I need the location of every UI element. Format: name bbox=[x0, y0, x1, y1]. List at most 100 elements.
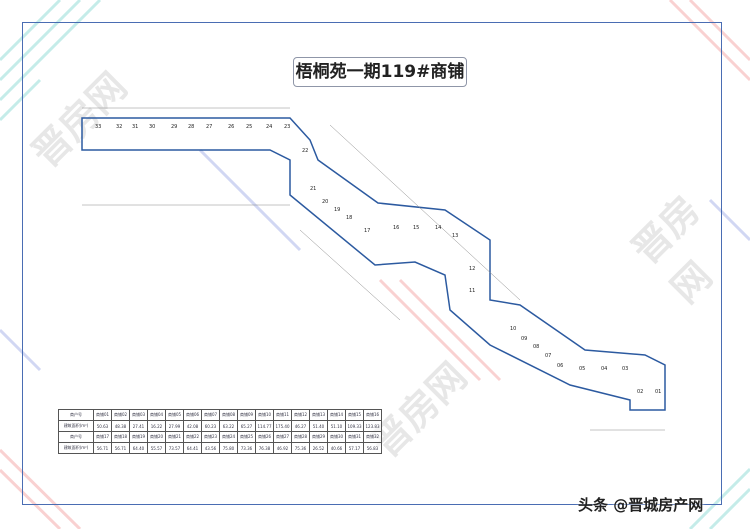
table-cell: 商铺12 bbox=[291, 409, 310, 421]
table-cell: 商铺14 bbox=[327, 409, 346, 421]
page-frame bbox=[22, 22, 722, 505]
table-cell: 商铺10 bbox=[255, 409, 274, 421]
table-cell: 商铺23 bbox=[201, 431, 220, 443]
table-cell: 56.83 bbox=[363, 442, 382, 454]
table-cell: 商铺29 bbox=[309, 431, 328, 443]
shop-label: 08 bbox=[533, 344, 539, 350]
table-cell: 60.23 bbox=[201, 420, 220, 432]
row-label: 建筑面积(m²) bbox=[58, 442, 94, 454]
building-outline bbox=[81, 117, 666, 411]
table-cell: 75.80 bbox=[219, 442, 238, 454]
table-cell: 商铺26 bbox=[255, 431, 274, 443]
shop-label: 03 bbox=[622, 366, 628, 372]
table-cell: 65.27 bbox=[237, 420, 256, 432]
shop-label: 11 bbox=[469, 288, 475, 294]
shop-label: 19 bbox=[334, 207, 340, 213]
table-cell: 51.10 bbox=[327, 420, 346, 432]
table-cell: 64.40 bbox=[129, 442, 148, 454]
shop-label: 29 bbox=[171, 124, 177, 130]
table-cell: 46.27 bbox=[291, 420, 310, 432]
table-cell: 175.40 bbox=[273, 420, 292, 432]
table-cell: 商铺02 bbox=[111, 409, 130, 421]
table-cell: 商铺28 bbox=[291, 431, 310, 443]
table-cell: 75.36 bbox=[291, 442, 310, 454]
shop-label: 14 bbox=[435, 225, 441, 231]
shop-label: 18 bbox=[346, 215, 352, 221]
shop-label: 02 bbox=[637, 389, 643, 395]
table-cell: 商铺30 bbox=[327, 431, 346, 443]
table-cell: 商铺15 bbox=[345, 409, 364, 421]
table-cell: 商铺17 bbox=[93, 431, 112, 443]
table-cell: 商铺21 bbox=[165, 431, 184, 443]
shop-label: 06 bbox=[557, 363, 563, 369]
shop-label: 12 bbox=[469, 266, 475, 272]
shop-label: 28 bbox=[188, 124, 194, 130]
table-cell: 商铺24 bbox=[219, 431, 238, 443]
table-cell: 114.77 bbox=[255, 420, 274, 432]
shop-label: 07 bbox=[545, 353, 551, 359]
shop-label: 30 bbox=[149, 124, 155, 130]
row-label: 商户号 bbox=[58, 431, 94, 443]
shop-label: 17 bbox=[364, 228, 370, 234]
shop-label: 09 bbox=[521, 336, 527, 342]
table-cell: 商铺07 bbox=[201, 409, 220, 421]
shop-label: 22 bbox=[302, 148, 308, 154]
shop-label: 24 bbox=[266, 124, 272, 130]
table-cell: 商铺01 bbox=[93, 409, 112, 421]
table-cell: 商铺32 bbox=[363, 431, 382, 443]
shop-label: 27 bbox=[206, 124, 212, 130]
table-cell: 商铺19 bbox=[129, 431, 148, 443]
table-cell: 46.92 bbox=[273, 442, 292, 454]
table-cell: 商铺11 bbox=[273, 409, 292, 421]
shop-label: 32 bbox=[116, 124, 122, 130]
table-cell: 55.57 bbox=[147, 442, 166, 454]
table-cell: 50.63 bbox=[93, 420, 112, 432]
table-cell: 商铺31 bbox=[345, 431, 364, 443]
shop-label: 01 bbox=[655, 389, 661, 395]
table-cell: 商铺25 bbox=[237, 431, 256, 443]
table-cell: 商铺06 bbox=[183, 409, 202, 421]
shop-label: 33 bbox=[95, 124, 101, 130]
table-cell: 43.56 bbox=[201, 442, 220, 454]
table-cell: 27.99 bbox=[165, 420, 184, 432]
table-cell: 42.08 bbox=[183, 420, 202, 432]
row-label: 商户号 bbox=[58, 409, 94, 421]
table-cell: 76.38 bbox=[255, 442, 274, 454]
table-cell: 商铺03 bbox=[129, 409, 148, 421]
row-label: 建筑面积(m²) bbox=[58, 420, 94, 432]
table-cell: 商铺13 bbox=[309, 409, 328, 421]
table-cell: 56.71 bbox=[111, 442, 130, 454]
table-cell: 48.38 bbox=[111, 420, 130, 432]
shop-label: 20 bbox=[322, 199, 328, 205]
shop-label: 26 bbox=[228, 124, 234, 130]
table-cell: 商铺08 bbox=[219, 409, 238, 421]
shop-label: 15 bbox=[413, 225, 419, 231]
table-cell: 商铺18 bbox=[111, 431, 130, 443]
page-title: 梧桐苑一期119#商铺 bbox=[293, 57, 467, 87]
table-cell: 73.36 bbox=[237, 442, 256, 454]
table-cell: 63.22 bbox=[219, 420, 238, 432]
table-cell: 73.57 bbox=[165, 442, 184, 454]
footer-credit: 头条 @晋城房产网 bbox=[578, 496, 704, 514]
shop-label: 21 bbox=[310, 186, 316, 192]
table-cell: 51.40 bbox=[309, 420, 328, 432]
shop-label: 13 bbox=[452, 233, 458, 239]
shop-label: 23 bbox=[284, 124, 290, 130]
shop-label: 31 bbox=[132, 124, 138, 130]
table-cell: 26.52 bbox=[309, 442, 328, 454]
table-cell: 商铺05 bbox=[165, 409, 184, 421]
table-cell: 109.33 bbox=[345, 420, 364, 432]
table-cell: 16.22 bbox=[147, 420, 166, 432]
shop-label: 10 bbox=[510, 326, 516, 332]
table-cell: 64.41 bbox=[183, 442, 202, 454]
table-cell: 商铺09 bbox=[237, 409, 256, 421]
table-cell: 56.71 bbox=[93, 442, 112, 454]
table-cell: 商铺27 bbox=[273, 431, 292, 443]
